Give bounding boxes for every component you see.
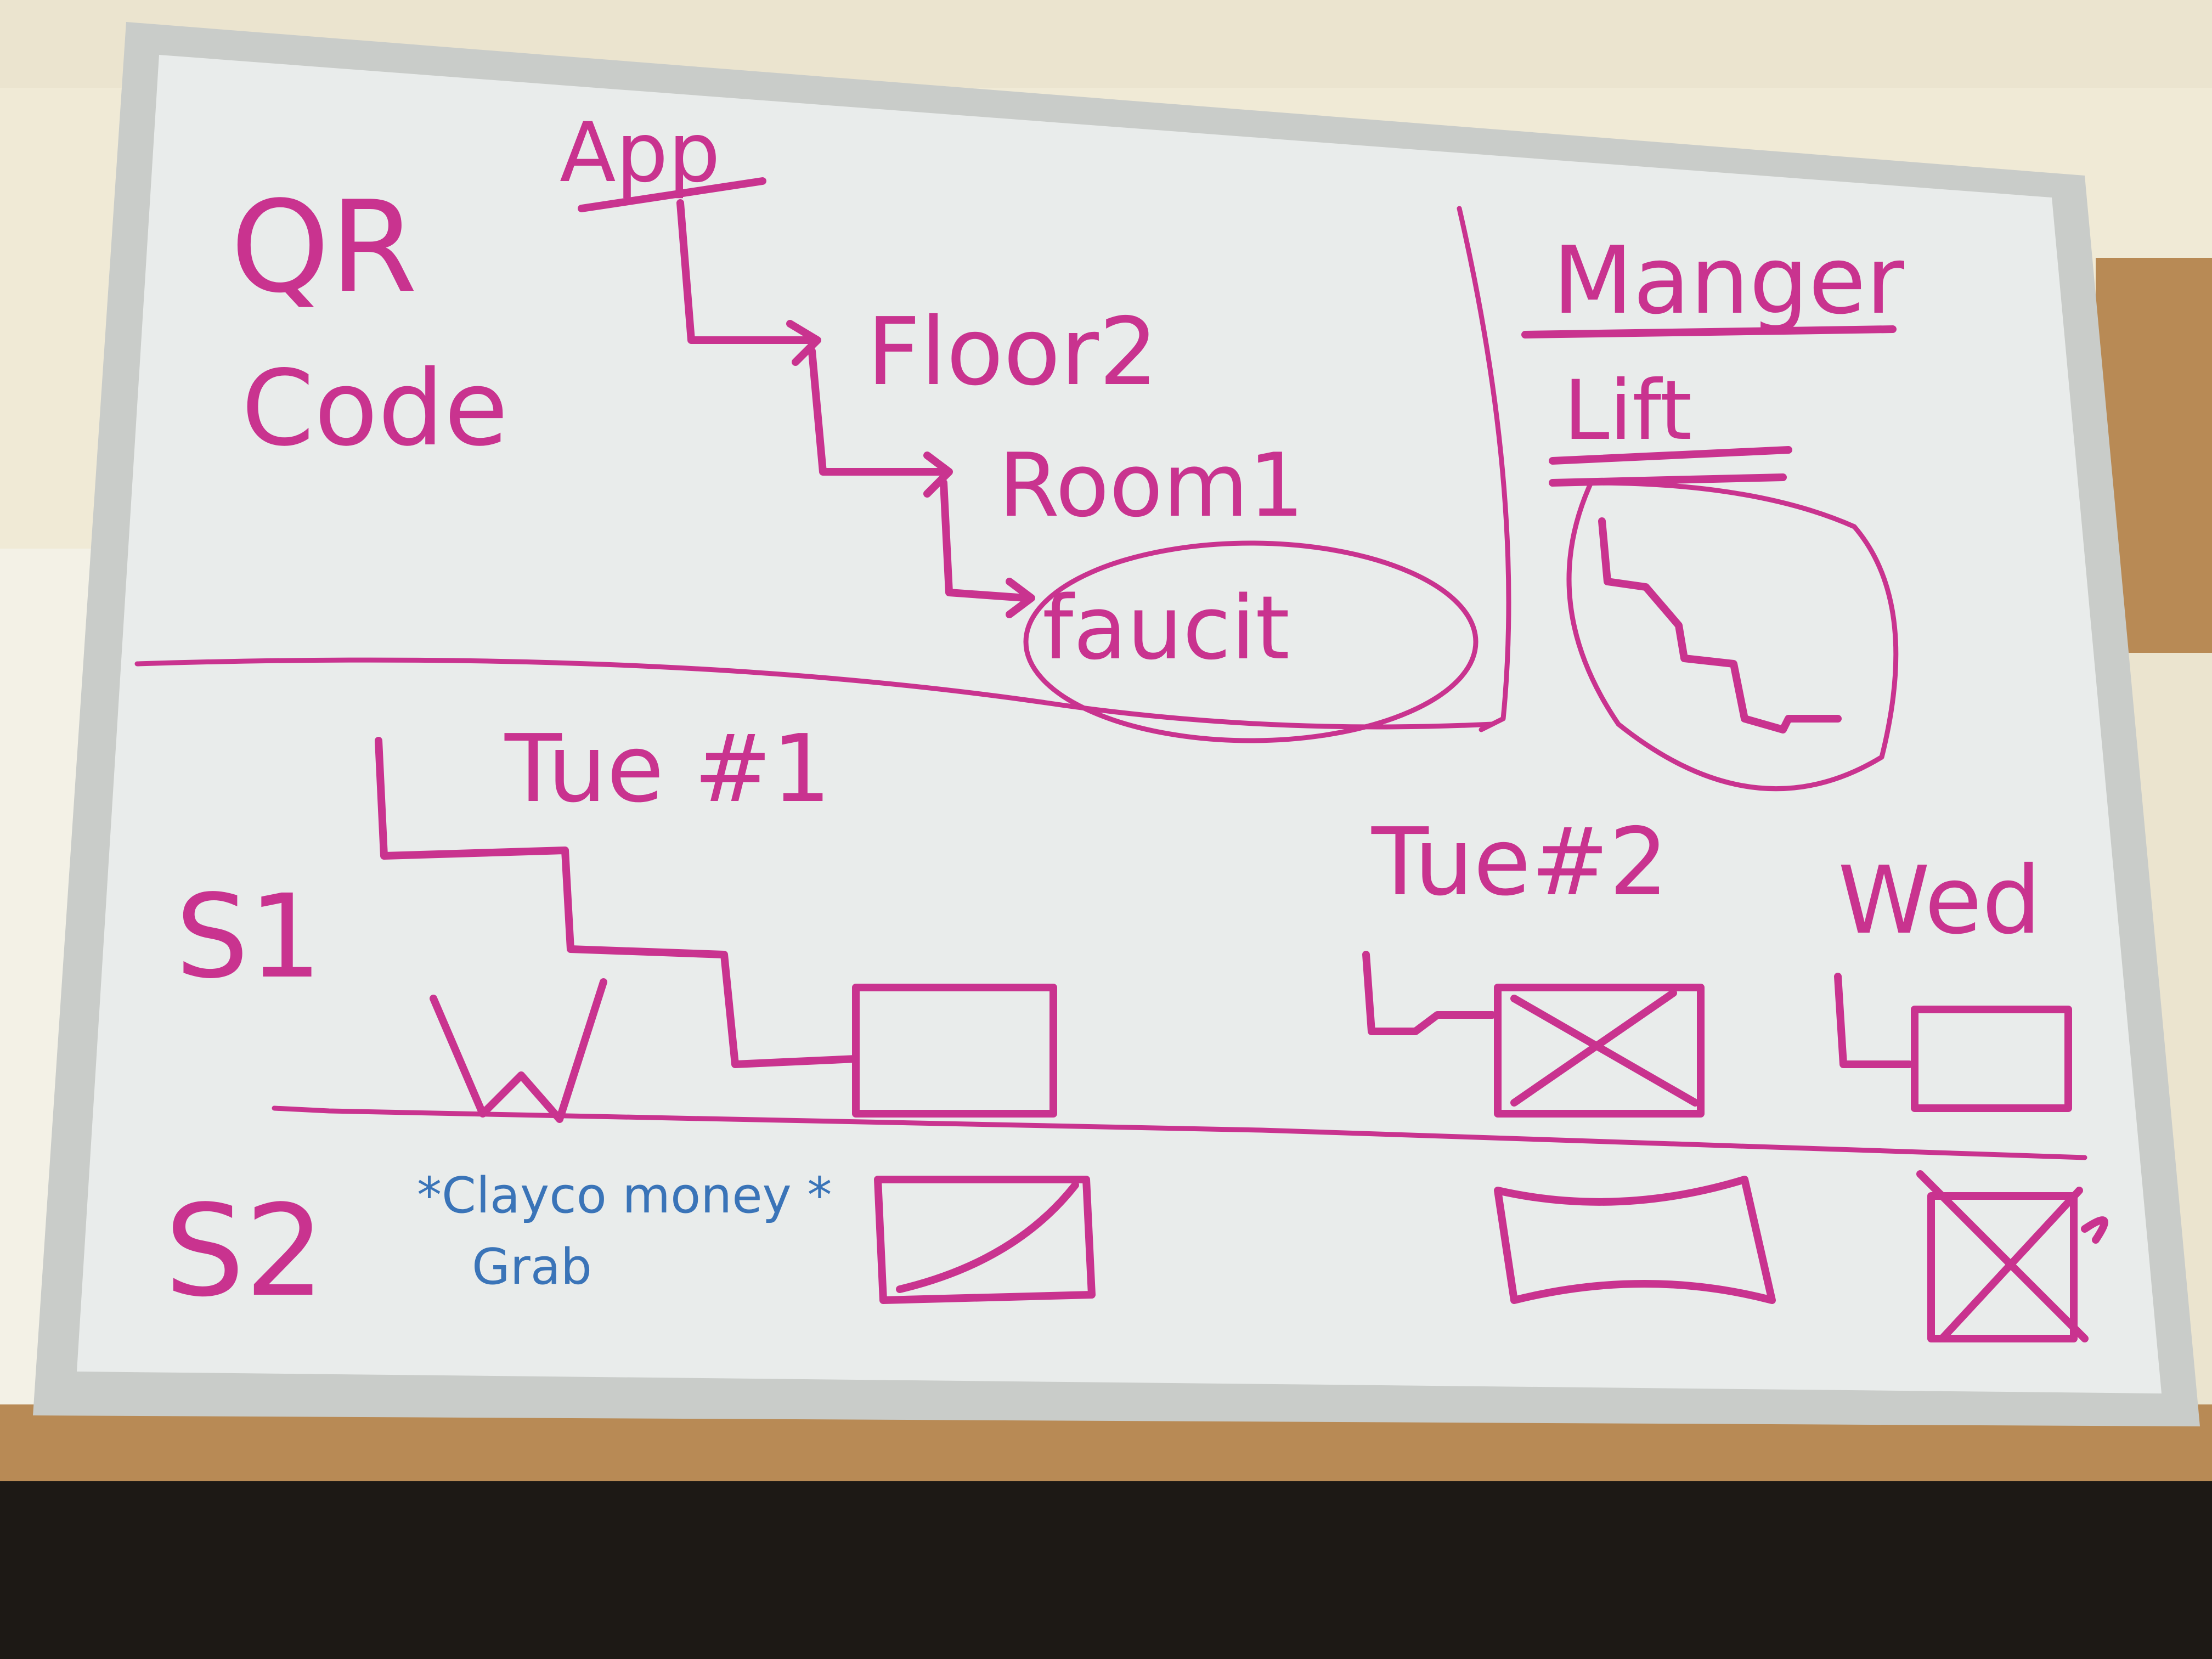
s1-tue2-crossed-box <box>1494 984 1705 1118</box>
lift-circle <box>1566 480 1899 792</box>
lift-stairs-sketch <box>1598 517 1842 733</box>
tree-level2-room1: Room1 <box>998 434 1304 537</box>
s2-wed-crossed-box <box>1927 1192 2078 1342</box>
manger-underline <box>1521 325 1897 338</box>
col-header-wed: Wed <box>1838 847 2041 955</box>
s2-tue1-box <box>874 1176 1096 1304</box>
qr-label: QR <box>230 174 417 321</box>
code-label: Code <box>241 348 508 469</box>
top-horizontal-divider <box>134 657 1495 730</box>
s1-w-sketch <box>430 978 607 1123</box>
s1-wed-bracket <box>1834 973 1913 1068</box>
lift-subheading: Lift <box>1564 363 1692 459</box>
vertical-divider <box>1457 206 1511 732</box>
s1-wed-box <box>1911 1006 2072 1112</box>
s2-wed-cross <box>1916 1170 2108 1342</box>
tree-connector <box>578 177 1035 618</box>
row-label-s2: S2 <box>165 1178 325 1325</box>
col-header-tue-2: Tue#2 <box>1371 808 1668 917</box>
s1-tue1-bracket <box>375 737 860 1068</box>
s1-s2-divider <box>272 1105 2087 1160</box>
faucit-circle <box>1023 540 1479 743</box>
tree-level1-floor2: Floor2 <box>867 298 1158 407</box>
manger-heading: Manger <box>1553 227 1904 335</box>
col-header-tue-1: Tue #1 <box>504 715 831 823</box>
s1-tue2-cross <box>1510 989 1699 1107</box>
s2-note-line2: Grab <box>472 1238 592 1296</box>
tree-level3-faucit: faucit <box>1042 577 1290 679</box>
row-label-s1: S1 <box>176 870 322 1004</box>
s1-tue2-bracket <box>1362 951 1496 1035</box>
s2-tue2-box <box>1494 1176 1776 1304</box>
tree-root-app: App <box>560 105 720 201</box>
s2-note-line1: *Clayco money * <box>417 1167 832 1224</box>
s1-tue1-box <box>852 984 1057 1118</box>
